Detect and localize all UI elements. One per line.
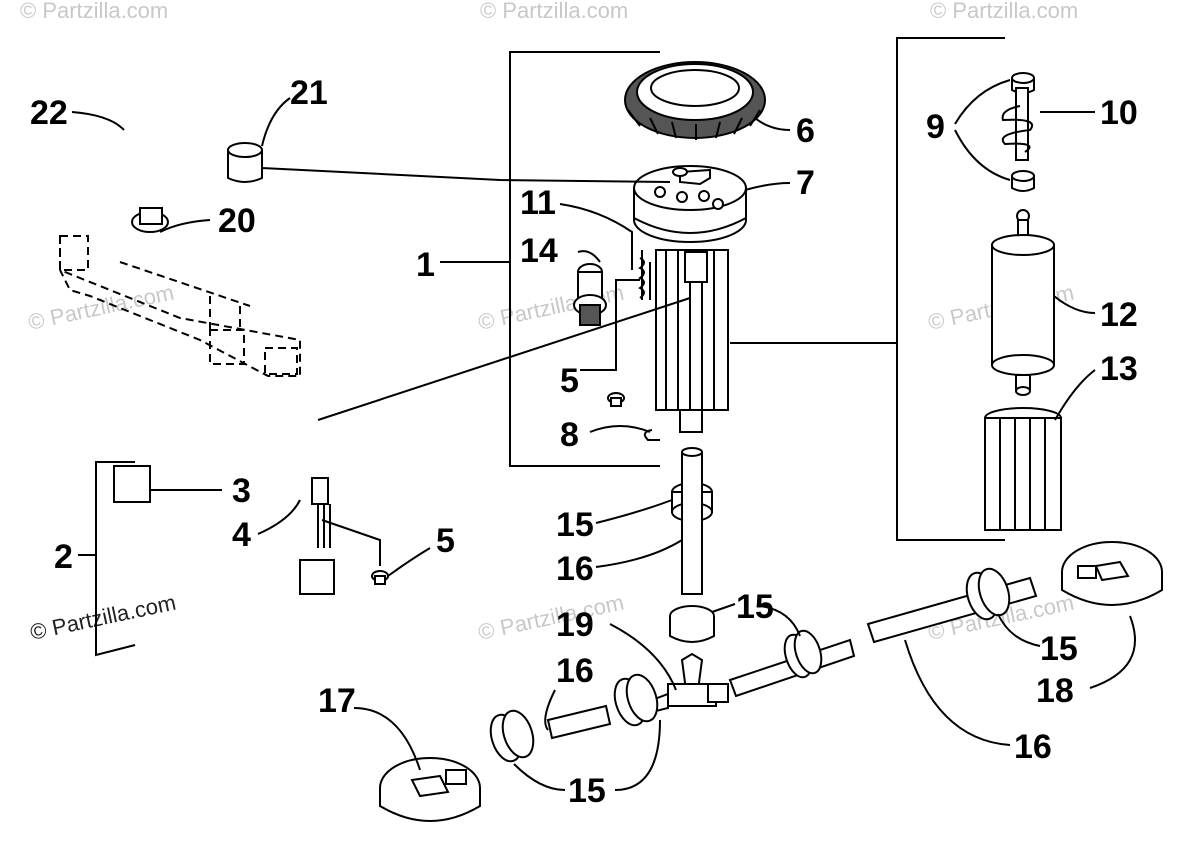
clamp-15-lower-b (613, 673, 659, 727)
leader-15-lower (513, 719, 661, 791)
callout-17: 17 (318, 682, 356, 720)
leader-15-right-short (759, 605, 801, 637)
callout-14: 14 (520, 232, 558, 270)
watermark: © Partzilla.com (930, 0, 1078, 23)
callout-18: 18 (1036, 672, 1074, 710)
callout-12: 12 (1100, 296, 1138, 334)
callout-9: 9 (926, 108, 945, 146)
callout-2: 2 (54, 538, 73, 576)
leader-13 (1054, 369, 1096, 421)
callout-4: 4 (232, 516, 251, 554)
leader-17 (353, 707, 421, 771)
pump-hose (1001, 87, 1034, 161)
callout-21: 21 (290, 74, 328, 112)
tee-fitting (651, 652, 729, 714)
watermark: © Partzilla.com (480, 0, 628, 23)
pump-strainer-sleeve (984, 407, 1062, 531)
pickup-filter-left (379, 757, 481, 822)
watermark: © Partzilla.com (28, 590, 178, 645)
leader-5-upper (580, 279, 640, 371)
callout-11: 11 (520, 184, 556, 222)
leader-8 (589, 425, 651, 433)
grommet-plug (573, 263, 607, 326)
hose-retainer-clip (131, 207, 169, 233)
hose-clamp-lower (1011, 170, 1035, 192)
leader-15-middle (711, 603, 736, 613)
callout-5-lower: 5 (436, 522, 455, 560)
callout-10: 10 (1100, 94, 1138, 132)
callout-1: 1 (416, 246, 435, 284)
leader-22 (71, 111, 125, 131)
tube-vertical-top (681, 447, 703, 457)
leader-9 (954, 79, 1011, 181)
callout-19: 19 (556, 606, 594, 644)
leader-11 (559, 203, 633, 270)
callout-6: 6 (796, 112, 815, 150)
leader-5-lower (387, 547, 431, 577)
fuel-pump-motor (991, 209, 1055, 396)
fuel-rail-outline (59, 235, 301, 377)
callout-22: 22 (30, 94, 68, 132)
leader-16-upper (595, 539, 683, 568)
leader-19 (609, 623, 677, 691)
callout-8: 8 (560, 416, 579, 454)
ground-screw (371, 570, 389, 585)
callout-7: 7 (796, 164, 815, 202)
tube-vertical (681, 451, 703, 595)
group-1-bracket (509, 51, 660, 467)
clamp-15-lower-a (489, 709, 535, 763)
leader-14 (577, 250, 601, 263)
pump-flange (633, 165, 747, 243)
callout-5-upper: 5 (560, 362, 579, 400)
fuel-hose-inner (94, 136, 210, 267)
lock-ring (624, 61, 766, 140)
leader-21-to-flange (261, 167, 671, 183)
pump-housing (638, 249, 729, 411)
callout-13: 13 (1100, 350, 1138, 388)
callout-16-upper: 16 (556, 550, 594, 588)
clamp-15-right-short (783, 629, 823, 679)
hose-clamp (227, 142, 263, 183)
callout-15-middle: 15 (736, 588, 774, 626)
pickup-filter-right (1061, 541, 1163, 606)
leader-12 (1053, 295, 1096, 314)
leader-15-upper (595, 499, 673, 524)
callout-15-right: 15 (1040, 630, 1078, 668)
wiring-harness (113, 423, 381, 595)
screw (607, 392, 625, 407)
tube-lower-short (546, 704, 612, 740)
leader-18 (1089, 615, 1136, 689)
watermark: © Partzilla.com (476, 590, 626, 645)
leader-21 (261, 97, 291, 147)
pump-outlet-fitting (679, 409, 703, 433)
callout-20: 20 (218, 202, 256, 240)
leader-6 (754, 117, 791, 131)
callout-15-lower: 15 (568, 772, 606, 810)
watermark: © Partzilla.com (20, 0, 168, 23)
callout-16-right: 16 (1014, 728, 1052, 766)
leader-7 (744, 182, 791, 191)
leader-15-right (997, 613, 1041, 647)
group-2-bracket (95, 461, 136, 657)
leader-16-lower (544, 689, 556, 731)
leader-20 (159, 219, 211, 233)
group-pump-bracket (896, 37, 1005, 541)
callout-16-lower: 16 (556, 652, 594, 690)
harness-to-pump-leader (317, 297, 691, 421)
clamp-15-right (965, 567, 1011, 621)
callout-3: 3 (232, 472, 251, 510)
leader-16-right (904, 639, 1011, 746)
callout-15-upper: 15 (556, 506, 594, 544)
clamp-15-middle (669, 605, 715, 643)
leader-4 (257, 499, 301, 535)
